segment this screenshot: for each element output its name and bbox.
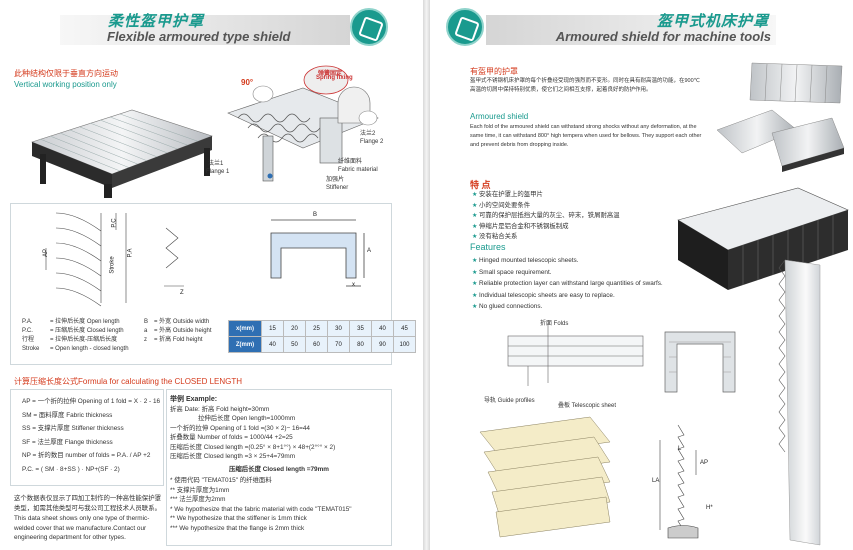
formula-title: 计算压缩长度公式Formula for calculating the CLOS… — [14, 377, 243, 386]
feature-cn-item: 安装在护罩上的盔甲片 — [472, 190, 712, 201]
feature-cn-item: 没有粘合关系 — [472, 232, 712, 243]
telescopic-sheets-illustration — [479, 416, 611, 538]
left-page: 柔性盔甲护罩 Flexible armoured type shield 此种结… — [0, 0, 423, 550]
flange2-label-en: Flange 2 — [360, 139, 384, 145]
guide-profile-drawing — [507, 323, 644, 386]
left-title-en: Flexible armoured type shield — [107, 29, 291, 44]
dim-z-label: Z — [180, 290, 184, 296]
feature-cn-item: 可靠的保护层抵挡大量的灰尘、碎末，铁屑耐高温 — [472, 211, 712, 222]
left-title-cn: 柔性盔甲护罩 — [108, 13, 205, 30]
dimension-legend: P.A.= 拉伸后长度 Open length P.C.= 压缩后长度 Clos… — [22, 319, 129, 352]
company-logo-icon — [350, 8, 388, 46]
feature-en-item: Small space requirement. — [472, 268, 702, 279]
fabric-label-cn: 纤维面料 — [338, 159, 363, 165]
right-page: 盔甲式机床护罩 Armoured shield for machine tool… — [430, 0, 853, 550]
dim-ap-label: AP — [43, 248, 50, 258]
dim-pa-label: P.A — [127, 248, 134, 258]
feature-en-item: Individual telescopic sheets are easy to… — [472, 291, 702, 302]
formula-box — [10, 389, 164, 486]
features-title-cn: 特 点 — [470, 180, 491, 190]
feature-en-item: Reliable protection layer can withstand … — [472, 279, 702, 290]
guide-label: 导轨 Guide profiles — [484, 398, 535, 404]
vertical-note-cn: 此种结构仅限于垂直方向运动 — [14, 69, 118, 78]
intro-text-cn: 盔甲式不锈钢机床护罩的每个折叠经受现的强烈而不变形。同时在具有耐高温的功能，在9… — [470, 78, 700, 93]
left-header-bar — [60, 15, 350, 45]
spring-label-en: Spring fixing — [316, 75, 353, 81]
features-title-en: Features — [470, 242, 506, 252]
company-logo-icon — [446, 8, 484, 46]
dim-l-label: L — [678, 446, 682, 452]
flexible-shield-illustration — [31, 109, 213, 198]
intro-title-cn: 有盔甲的护罩 — [470, 67, 518, 76]
sawtooth-profile-drawing — [659, 424, 699, 539]
right-title-cn: 盔甲式机床护罩 — [656, 13, 769, 30]
flange2-label-cn: 法兰2 — [360, 131, 376, 137]
dim-stroke-label: Stroke — [109, 256, 116, 274]
feature-cn-item: 小的空间处要条件 — [472, 201, 712, 212]
dim-b-label: B — [313, 212, 318, 218]
dim-x-label: x — [352, 282, 355, 288]
intro-title-en: Armoured shield — [470, 112, 529, 121]
folds-label: 折面 Folds — [540, 321, 569, 327]
dim-la-label: LA — [652, 478, 660, 484]
feature-en-item: Hinged mounted telescopic sheets. — [472, 256, 702, 267]
fabric-label-en: Fabric material — [338, 167, 378, 173]
u-cover-illustration — [664, 331, 736, 393]
dim-a-label: A — [367, 248, 372, 254]
dimension-drawing — [45, 212, 365, 307]
intro-text-en: Each fold of the armoured shield can wit… — [470, 124, 702, 148]
dim-pc-label: P.C — [111, 218, 118, 228]
feature-en-item: No glued connections. — [472, 302, 702, 313]
long-sheet-illustration — [778, 259, 821, 546]
example-content: 举例 Example: 折高 Date: 折高 Fold height=30mm… — [170, 396, 352, 532]
dimension-legend-2: B= 外宽 Outside width a= 外高 Outside height… — [144, 319, 212, 343]
angle-label: 90° — [241, 78, 254, 87]
example-box — [166, 389, 392, 546]
formula-list: AP = 一个折的拉伸 Opening of 1 fold = X · 2 - … — [22, 398, 161, 473]
stiffener-label-cn: 加强片 — [326, 177, 345, 183]
fold-detail-diagram — [227, 65, 379, 182]
features-list-en: Hinged mounted telescopic sheets. Small … — [472, 256, 702, 313]
armoured-bellows-illustration — [677, 187, 849, 290]
flange1-label-en: Flange 1 — [206, 169, 230, 175]
dim-ap-right-label: AP — [700, 460, 709, 466]
spring-label-cn: 弹簧固定 — [318, 71, 343, 77]
dimension-box — [10, 203, 392, 365]
right-title-en: Armoured shield for machine tools — [555, 29, 771, 44]
vertical-note-en: Vertical working position only — [14, 80, 117, 89]
telescopic-label: 叠板 Telescopic sheet — [558, 403, 617, 409]
feature-cn-item: 伸缩片是铝合金和不锈钢板制成 — [472, 222, 712, 233]
stiffener-label-en: Stiffener — [326, 185, 349, 191]
flange1-label-cn: 法兰1 — [208, 161, 224, 167]
armoured-shield-photos — [716, 62, 845, 172]
page-gutter — [423, 0, 430, 550]
bottom-note-cn: 这个数据表仅显示了四加工制作的一种高性能保护罩类型，如需其他类型可与我公司工程技… — [14, 495, 161, 512]
bottom-note-en: This data sheet shows only one type of t… — [14, 515, 150, 541]
features-list-cn: 安装在护罩上的盔甲片 小的空间处要条件 可靠的保护层抵挡大量的灰尘、碎末，铁屑耐… — [472, 190, 712, 243]
dim-h-label: H* — [706, 505, 713, 511]
